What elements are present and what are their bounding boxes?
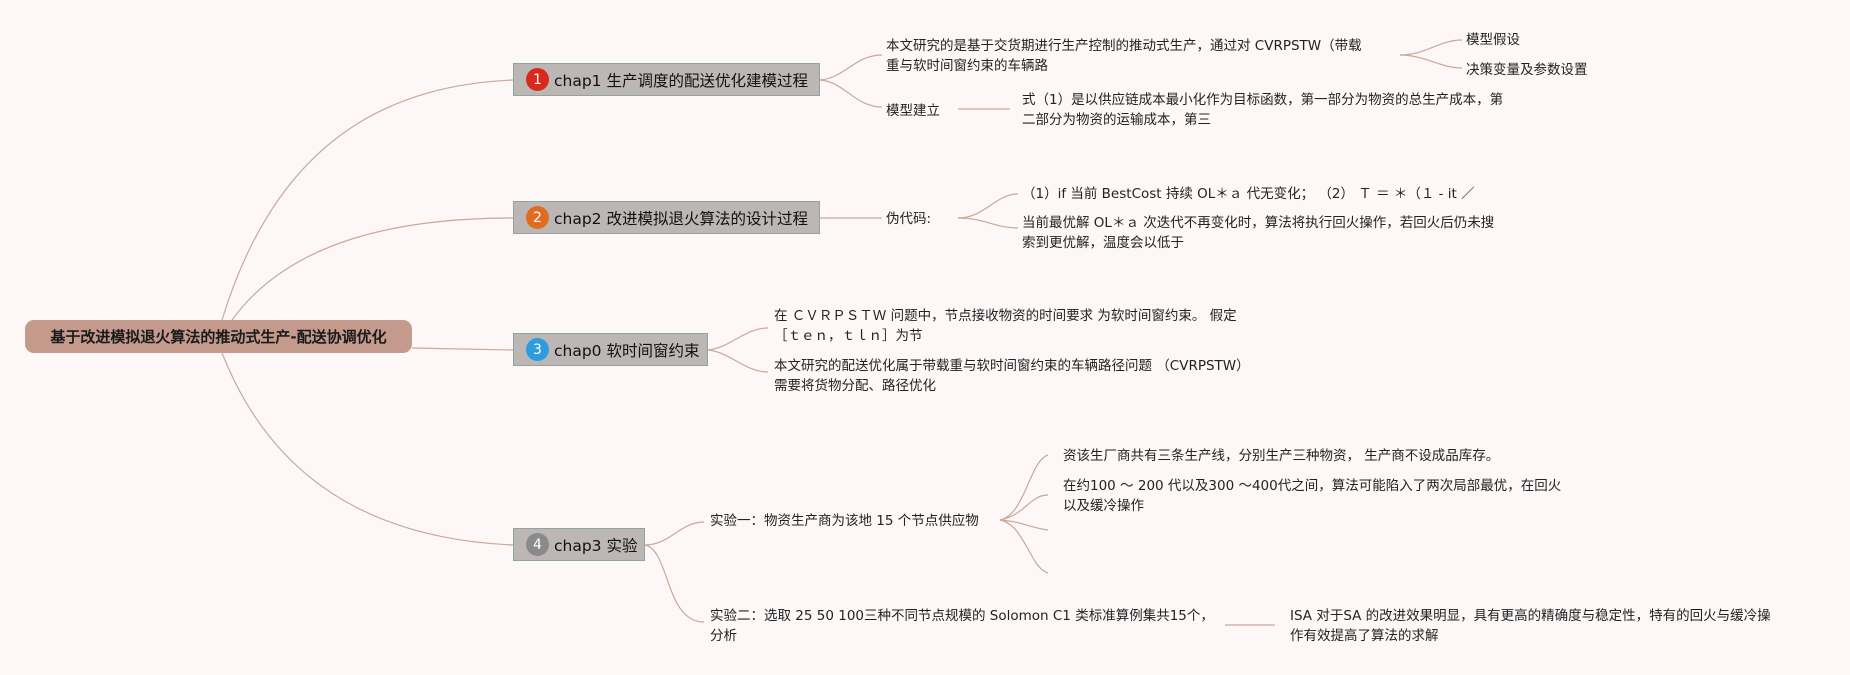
text-line: 本文研究的配送优化属于带载重与软时间窗约束的车辆路径问题 （CVRPSTW） xyxy=(774,358,1250,374)
text-line: 当前最优解 OL＊ａ 次迭代不再变化时，算法将执行回火操作，若回火后仍未搜 xyxy=(1022,215,1495,231)
topic-model-building[interactable]: 模型建立 xyxy=(886,103,940,119)
model-description[interactable]: 式（1）是以供应链成本最小化作为目标函数，第一部分为物资的总生产成本，第 二部分… xyxy=(1022,90,1503,130)
chapter-4-node[interactable]: 4 chap3 实验 xyxy=(513,528,645,561)
number-badge-icon: 4 xyxy=(526,533,549,556)
experiment-2-result[interactable]: ISA 对于SA 的改进效果明显，具有更高的精确度与稳定性，特有的回火与缓冷操 … xyxy=(1290,606,1771,646)
text-line: 分析 xyxy=(710,628,737,644)
text-line: 在约100 ～ 200 代以及300 ～400代之间，算法可能陷入了两次局部最优… xyxy=(1063,478,1562,494)
text-line: 重与软时间窗约束的车辆路 xyxy=(886,58,1048,74)
text-line: 资该生厂商共有三条生产线，分别生产三种物资， 生产商不设成品库存。 xyxy=(1063,448,1500,464)
topic-experiment-1[interactable]: 实验一：物资生产商为该地 15 个节点供应物 xyxy=(710,513,979,529)
chapter-2-node[interactable]: 2 chap2 改进模拟退火算法的设计过程 xyxy=(513,201,820,234)
text-line: 二部分为物资的运输成本，第三 xyxy=(1022,112,1211,128)
text-line: 需要将货物分配、路径优化 xyxy=(774,378,936,394)
chapter-1-intro[interactable]: 本文研究的是基于交货期进行生产控制的推动式生产，通过对 CVRPSTW（带载 重… xyxy=(886,36,1362,76)
chapter-title: chap0 软时间窗约束 xyxy=(554,341,700,360)
chapter-title: chap2 改进模拟退火算法的设计过程 xyxy=(554,209,808,228)
text-line: ISA 对于SA 的改进效果明显，具有更高的精确度与稳定性，特有的回火与缓冷操 xyxy=(1290,608,1771,624)
topic-model-assumptions[interactable]: 模型假设 xyxy=(1466,32,1520,48)
chapter-title: chap1 生产调度的配送优化建模过程 xyxy=(554,71,808,90)
number-badge-icon: 1 xyxy=(526,68,549,91)
chapter-title: chap3 实验 xyxy=(554,536,638,555)
text-line: 索到更优解，温度会以低于 xyxy=(1022,235,1184,251)
experiment-1-detail[interactable]: 在约100 ～ 200 代以及300 ～400代之间，算法可能陷入了两次局部最优… xyxy=(1063,476,1561,516)
text-line: 本文研究的是基于交货期进行生产控制的推动式生产，通过对 CVRPSTW（带载 xyxy=(886,38,1362,54)
root-topic[interactable]: 基于改进模拟退火算法的推动式生产-配送协调优化 xyxy=(25,320,412,353)
text-line: 以及缓冷操作 xyxy=(1063,498,1144,514)
text-line: 作有效提高了算法的求解 xyxy=(1290,628,1439,644)
pseudocode-step[interactable]: （1）if 当前 BestCost 持续 OL＊ａ 代无变化； （2） Ｔ ＝ … xyxy=(1022,186,1475,202)
text-line: ［ｔｅｎ，ｔｌｎ］为节 xyxy=(774,328,923,344)
root-title: 基于改进模拟退火算法的推动式生产-配送协调优化 xyxy=(50,328,387,346)
problem-description[interactable]: 本文研究的配送优化属于带载重与软时间窗约束的车辆路径问题 （CVRPSTW） 需… xyxy=(774,356,1250,396)
text-line: 实验二：选取 25 50 100三种不同节点规模的 Solomon C1 类标准… xyxy=(710,608,1214,624)
number-badge-icon: 2 xyxy=(526,206,549,229)
soft-window-definition[interactable]: 在 ＣＶＲＰＳＴＷ 问题中，节点接收物资的时间要求 为软时间窗约束。 假定 ［ｔ… xyxy=(774,306,1237,346)
chapter-1-node[interactable]: 1 chap1 生产调度的配送优化建模过程 xyxy=(513,63,820,96)
pseudocode-description[interactable]: 当前最优解 OL＊ａ 次迭代不再变化时，算法将执行回火操作，若回火后仍未搜 索到… xyxy=(1022,213,1494,253)
topic-experiment-2[interactable]: 实验二：选取 25 50 100三种不同节点规模的 Solomon C1 类标准… xyxy=(710,606,1214,646)
topic-decision-variables[interactable]: 决策变量及参数设置 xyxy=(1466,62,1588,78)
text-line: 式（1）是以供应链成本最小化作为目标函数，第一部分为物资的总生产成本，第 xyxy=(1022,92,1504,108)
number-badge-icon: 3 xyxy=(526,338,549,361)
text-line: 在 ＣＶＲＰＳＴＷ 问题中，节点接收物资的时间要求 为软时间窗约束。 假定 xyxy=(774,308,1237,324)
topic-pseudocode[interactable]: 伪代码: xyxy=(886,211,932,227)
experiment-1-detail[interactable]: 资该生厂商共有三条生产线，分别生产三种物资， 生产商不设成品库存。 xyxy=(1063,446,1499,466)
chapter-3-node[interactable]: 3 chap0 软时间窗约束 xyxy=(513,333,708,366)
